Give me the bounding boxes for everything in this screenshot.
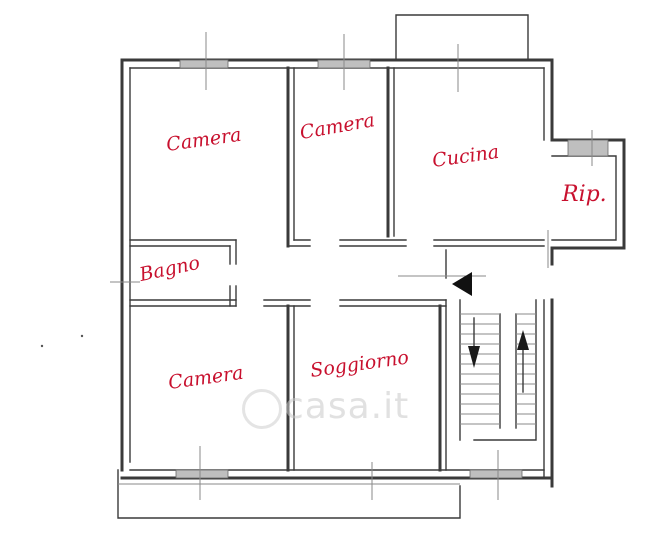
stray-mark xyxy=(80,334,84,338)
staircase xyxy=(459,299,537,441)
watermark-text: casa.it xyxy=(284,386,410,427)
watermark-logo-icon xyxy=(242,389,282,429)
balcony-bottom xyxy=(117,469,461,519)
entrance-arrow-icon xyxy=(452,272,472,296)
stair-up-arrow-icon xyxy=(517,330,529,350)
stray-mark xyxy=(40,344,44,348)
stair-steps xyxy=(460,313,536,425)
balcony-top xyxy=(395,14,529,59)
stair-down-arrow-icon xyxy=(468,346,480,368)
interior-walls xyxy=(129,66,545,472)
room-label-ripostiglio: Rip. xyxy=(562,182,607,207)
